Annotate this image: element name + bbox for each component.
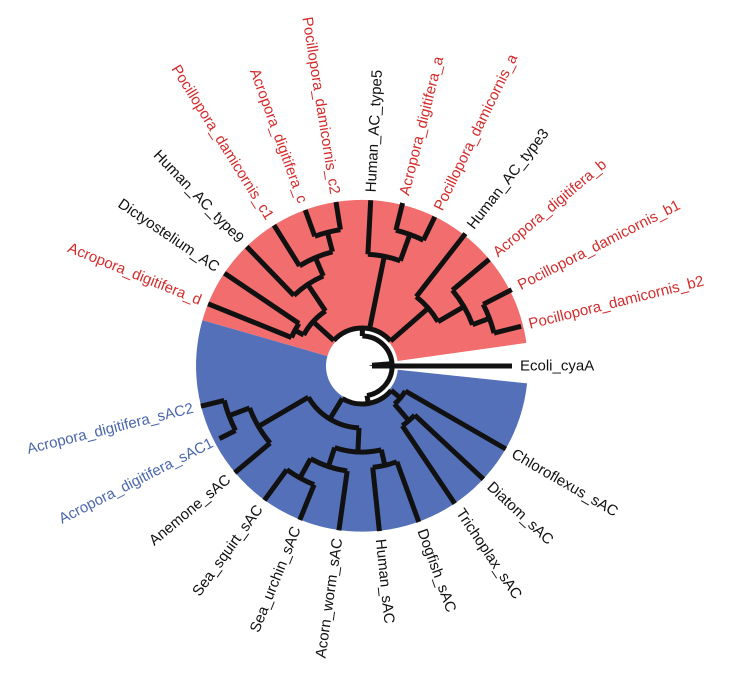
tree-branch-7 xyxy=(436,304,466,324)
leaf-label-trichoplax-sac: Trichoplax_sAC xyxy=(452,506,525,603)
tree-branch-28 xyxy=(223,271,301,326)
tree-branch-29 xyxy=(207,301,293,340)
leaf-label-acropora-digitifera-a: Acropora_digitifera_a xyxy=(396,54,447,197)
tree-branch-44 xyxy=(297,483,317,521)
tree-branch-4 xyxy=(471,316,491,328)
tree-branch-24 xyxy=(313,256,326,277)
tree-branch-60 xyxy=(400,413,417,428)
tree-branches xyxy=(200,200,522,532)
tree-branch-51 xyxy=(394,460,422,523)
leaf-label-pocillopora-damicornis-b2: Pocillopora_damicornis_b2 xyxy=(527,273,706,333)
leaf-label-anemone-sac: Anemone_sAC xyxy=(146,471,234,549)
tree-branch-57 xyxy=(327,397,345,421)
tree-branch-15 xyxy=(365,200,374,255)
tree-branch-55 xyxy=(355,427,362,453)
leaf-label-human-sac: Human_sAC xyxy=(372,538,398,625)
leaf-label-human-ac-type5: Human_AC_type5 xyxy=(363,69,386,192)
leaf-label-diatom-sac: Diatom_sAC xyxy=(484,478,557,548)
tree-branch-46 xyxy=(297,457,313,480)
tree-branch-47 xyxy=(336,470,350,531)
leaf-label-pocillopora-damicornis-c2: Pocillopora_damicornis_c2 xyxy=(298,16,343,196)
tree-branch-38 xyxy=(221,399,238,432)
tree-branch-33 xyxy=(311,319,336,343)
leaf-label-dogfish-sac: Dogfish_sAC xyxy=(414,527,460,615)
tree-branch-68 xyxy=(371,361,393,368)
leaf-label-acropora-digitifera-sac2: Acropora_digitifera_sAC2 xyxy=(25,400,195,458)
tree-branch-66 xyxy=(364,395,371,404)
tree-branch-59 xyxy=(412,413,486,482)
tree-branch-36 xyxy=(200,397,225,409)
tree-branch-3 xyxy=(480,303,497,334)
leaf-label-ecoli-cyaa: Ecoli_cyaA xyxy=(520,358,594,375)
leaf-label-sea-urchin-sac: Sea_urchin_sAC xyxy=(247,524,305,635)
tree-branch-11 xyxy=(421,215,438,242)
tree-branch-8 xyxy=(414,232,468,299)
tree-branch-2 xyxy=(482,287,513,307)
tree-branch-67 xyxy=(362,333,395,399)
tree-branch-40 xyxy=(233,441,272,475)
leaf-label-sea-squirt-sac: Sea_squirt_sAC xyxy=(189,502,267,600)
tree-branch-62 xyxy=(404,388,508,452)
tree-branch-5 xyxy=(450,257,491,293)
tree-branch-49 xyxy=(326,446,338,468)
tree-branch-30 xyxy=(289,322,302,339)
tree-branch-42 xyxy=(257,395,310,429)
tree-branch-50 xyxy=(370,467,382,532)
tree-branch-27 xyxy=(305,283,328,313)
tree-branch-25 xyxy=(244,244,296,298)
tree-branch-53 xyxy=(378,449,388,466)
tree-branch-20 xyxy=(313,227,341,239)
tree-branch-39 xyxy=(228,405,251,419)
tree-branch-19 xyxy=(302,209,318,238)
soluble-ac-clade-wedge xyxy=(196,320,528,532)
tree-branch-12 xyxy=(393,202,406,231)
tree-branch-37 xyxy=(218,428,237,441)
leaf-label-acorn-worm-sac: Acorn_worm_sAC xyxy=(313,537,347,659)
tree-branch-61 xyxy=(392,402,411,423)
tree-branch-14 xyxy=(397,233,413,262)
tree-branch-22 xyxy=(271,223,302,268)
tree-branch-18 xyxy=(333,201,343,231)
tree-branch-58 xyxy=(400,424,457,505)
tree-branch-21 xyxy=(324,231,335,253)
tree-branch-17 xyxy=(367,255,387,330)
tree-branch-43 xyxy=(262,468,289,502)
tree-branch-63 xyxy=(392,389,408,406)
tree-branch-10 xyxy=(388,306,430,343)
tree-branch-1 xyxy=(493,323,522,336)
